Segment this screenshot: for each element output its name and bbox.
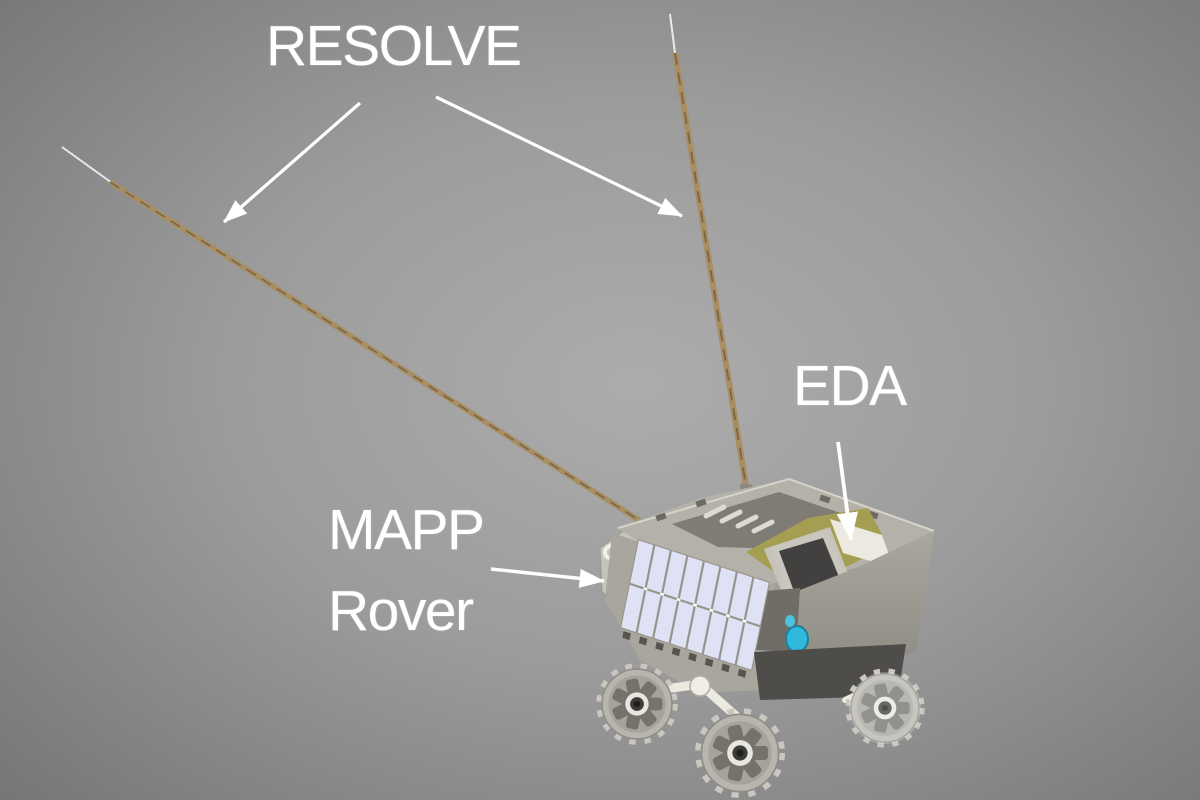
wheel-right: [849, 672, 921, 744]
label-resolve: RESOLVE: [266, 14, 522, 78]
arrow-resolve-right-antenna: [435, 95, 683, 218]
teal-component-small: [785, 615, 795, 627]
panel-clips: [622, 631, 747, 678]
deck-edge-highlight: [617, 477, 935, 532]
label-eda: EDA: [793, 354, 907, 418]
right-antenna: [669, 13, 753, 496]
arrow-mapp-rover: [490, 567, 606, 588]
left-antenna: [61, 146, 647, 527]
panel-connectors: [643, 587, 747, 623]
label-mapp-line2: Rover: [328, 579, 474, 643]
label-mapp-line1: MAPP: [328, 498, 485, 562]
suspension-arm: [653, 675, 869, 721]
arrow-eda: [836, 441, 858, 542]
deck-ridges: [703, 504, 775, 534]
teal-component: [785, 625, 809, 653]
solar-panel: [620, 539, 770, 678]
wheel-rear-left: [600, 667, 674, 741]
right-face: [790, 531, 934, 668]
label-mapp-rover: MAPP Rover: [328, 490, 485, 652]
arrow-resolve-left-antenna: [222, 101, 362, 224]
wheel-front-left: [699, 712, 781, 794]
mapp-rover-body: [600, 477, 935, 794]
